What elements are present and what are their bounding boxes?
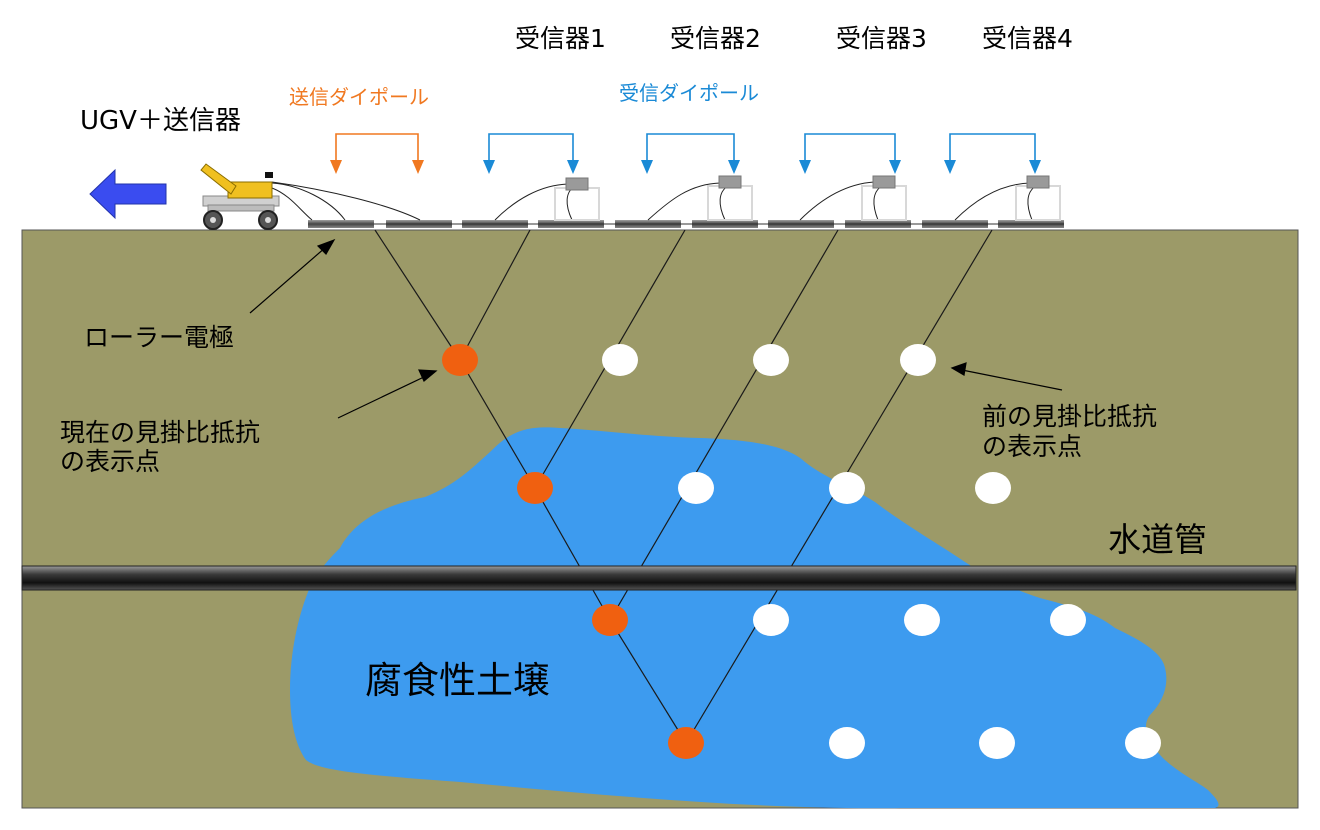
receiver-units xyxy=(554,175,1061,221)
cable xyxy=(719,185,729,221)
previous-point-pointer xyxy=(961,369,1063,391)
measurement-line xyxy=(534,487,611,621)
previous-point xyxy=(753,344,789,376)
arrow-head-icon xyxy=(316,238,336,255)
arrow-head-icon xyxy=(567,160,579,174)
ugv-arm xyxy=(200,163,237,195)
receive-dipole-brackets xyxy=(483,133,1041,174)
current-apparent-resistivity-points xyxy=(442,344,704,759)
direction-arrow-icon xyxy=(89,168,167,220)
current-point xyxy=(442,344,478,376)
cable xyxy=(271,181,421,221)
previous-point xyxy=(678,472,714,504)
vehicle-label: UGV＋送信器 xyxy=(80,106,241,136)
corrosive-soil-label: 腐食性土壌 xyxy=(365,659,550,702)
roller-electrode xyxy=(308,220,374,228)
previous-point-label-line2: の表示点 xyxy=(982,432,1082,461)
ugv-vehicle xyxy=(200,163,280,230)
ugv-deck xyxy=(207,204,275,212)
receive-dipole-label: 受信ダイポール xyxy=(619,81,759,105)
previous-point xyxy=(1050,604,1086,636)
cable xyxy=(954,182,1031,221)
transmit-dipole-label: 送信ダイポール xyxy=(289,85,429,109)
annotation-arrows xyxy=(249,238,1063,419)
arrow-head-icon xyxy=(412,160,424,174)
ugv-wheel-hub xyxy=(265,217,271,223)
arrow-head-icon xyxy=(330,160,342,174)
previous-point xyxy=(900,344,936,376)
previous-point xyxy=(602,344,638,376)
previous-apparent-resistivity-points xyxy=(602,344,1161,759)
receiver-label-4: 受信器4 xyxy=(982,24,1073,53)
previous-point xyxy=(975,472,1011,504)
receiver-unit-3 xyxy=(861,175,907,221)
transmit-dipole-bracket xyxy=(330,133,424,174)
receiver-label-1: 受信器1 xyxy=(515,24,606,53)
cable xyxy=(271,182,346,221)
measurement-line xyxy=(459,229,531,361)
previous-point xyxy=(829,727,865,759)
arrow-head-icon xyxy=(1029,160,1041,174)
cable xyxy=(271,187,313,221)
cable xyxy=(1027,185,1037,221)
previous-point xyxy=(829,472,865,504)
previous-point xyxy=(1125,727,1161,759)
cable xyxy=(799,181,875,221)
arrow-head-icon xyxy=(483,160,495,174)
current-point xyxy=(592,604,628,636)
previous-point-label-line1: 前の見掛比抵抗 xyxy=(982,402,1157,431)
arrow-head-icon xyxy=(950,362,967,376)
cable xyxy=(494,183,569,221)
receiver-label-2: 受信器2 xyxy=(670,24,761,53)
measurement-line xyxy=(374,229,461,361)
arrow-head-icon xyxy=(944,160,956,174)
previous-point xyxy=(753,604,789,636)
cable xyxy=(873,185,883,221)
current-point xyxy=(517,472,553,504)
cable xyxy=(566,185,576,221)
arrow-head-icon xyxy=(799,160,811,174)
arrow-head-icon xyxy=(418,369,438,382)
measurement-line xyxy=(609,229,839,621)
receiver-unit-1 xyxy=(554,177,600,221)
current-point-pointer xyxy=(337,375,427,419)
text-labels: 受信器1 受信器2 受信器3 受信器4 UGV＋送信器 送信ダイポール 受信ダイ… xyxy=(60,24,1207,702)
previous-point xyxy=(904,604,940,636)
cables xyxy=(271,181,1037,221)
receiver-unit-4 xyxy=(1015,175,1061,221)
water-pipe-label: 水道管 xyxy=(1108,520,1207,559)
previous-point xyxy=(979,727,1015,759)
roller-electrode-label: ローラー電極 xyxy=(84,323,234,352)
arrow-head-icon xyxy=(641,160,653,174)
current-point xyxy=(668,727,704,759)
current-point-label-line2: の表示点 xyxy=(60,447,160,476)
ugv-antenna xyxy=(265,172,273,178)
arrow-head-icon xyxy=(889,160,901,174)
current-point-label-line1: 現在の見掛比抵抗 xyxy=(60,418,260,447)
arrow-head-icon xyxy=(728,160,740,174)
ugv-wheel-hub xyxy=(210,217,216,223)
cable xyxy=(647,182,721,221)
measurement-line xyxy=(459,359,536,489)
water-pipe xyxy=(21,565,1297,591)
roller-electrode-pointer xyxy=(249,246,327,314)
receiver-unit-2 xyxy=(707,175,753,221)
receiver-label-3: 受信器3 xyxy=(836,24,927,53)
measurement-line xyxy=(609,619,687,744)
roller-electrodes xyxy=(308,220,1064,228)
